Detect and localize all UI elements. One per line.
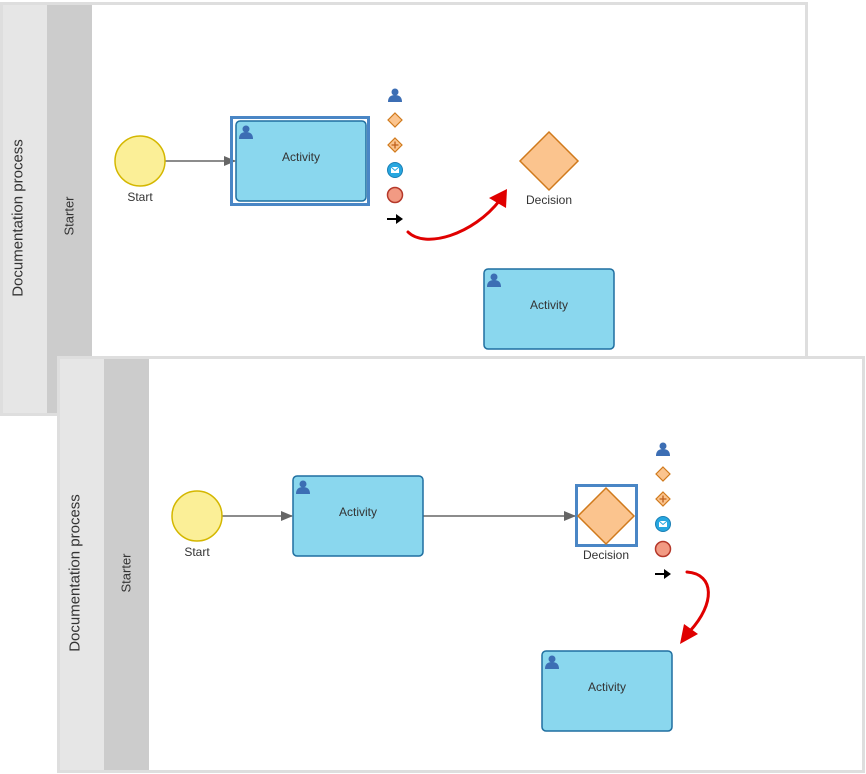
- decision-label: Decision: [583, 548, 629, 562]
- pool-header[interactable]: Documentation process: [60, 359, 104, 770]
- start-event[interactable]: [171, 490, 223, 542]
- annotation-arrow: [406, 189, 507, 241]
- gateway-icon[interactable]: [655, 466, 671, 482]
- decision-label: Decision: [526, 193, 572, 207]
- annotation-arrow: [680, 570, 710, 644]
- sequence-flow-arrow-icon[interactable]: [655, 569, 671, 579]
- pool-header[interactable]: Documentation process: [3, 5, 47, 413]
- canvas-before: Start Activity Decisio: [114, 88, 615, 350]
- activity-label: Activity: [282, 150, 320, 164]
- lane-header[interactable]: Starter: [104, 359, 149, 770]
- end-event-icon[interactable]: [386, 186, 404, 204]
- lane-header[interactable]: Starter: [47, 5, 92, 413]
- user-task-icon[interactable]: [656, 442, 670, 457]
- activity-task[interactable]: [292, 475, 424, 557]
- sequence-flow-arrow-icon[interactable]: [387, 214, 403, 224]
- gateway-icon[interactable]: [387, 112, 403, 128]
- activity-label: Activity: [588, 680, 626, 694]
- new-activity-task[interactable]: [541, 650, 673, 732]
- canvas-after: Start Activity Decision: [171, 442, 710, 732]
- decision-gateway[interactable]: [518, 130, 580, 192]
- activity-task-selected[interactable]: [235, 120, 367, 202]
- parallel-gateway-icon[interactable]: [387, 137, 403, 153]
- activity-label: Activity: [530, 298, 568, 312]
- activity-task[interactable]: [483, 268, 615, 350]
- user-task-icon: [239, 125, 253, 139]
- end-event-icon[interactable]: [654, 540, 672, 558]
- message-event-icon[interactable]: [387, 162, 403, 178]
- selection-frame: [575, 484, 638, 547]
- user-task-icon: [545, 655, 559, 669]
- message-event-icon[interactable]: [655, 516, 671, 532]
- activity-label: Activity: [339, 505, 377, 519]
- decision-gateway-selected[interactable]: [576, 486, 636, 546]
- user-task-icon[interactable]: [388, 88, 402, 103]
- diagram-panel-before: Documentation process Starter Start Acti…: [0, 2, 808, 416]
- user-task-icon: [296, 480, 310, 494]
- parallel-gateway-icon[interactable]: [655, 491, 671, 507]
- start-event-label: Start: [184, 545, 210, 559]
- user-task-icon: [487, 273, 501, 287]
- diagram-panel-after: Documentation process Starter Start Acti…: [57, 356, 865, 773]
- start-event[interactable]: [114, 135, 166, 187]
- start-event-label: Start: [127, 190, 153, 204]
- selection-frame: [230, 116, 370, 206]
